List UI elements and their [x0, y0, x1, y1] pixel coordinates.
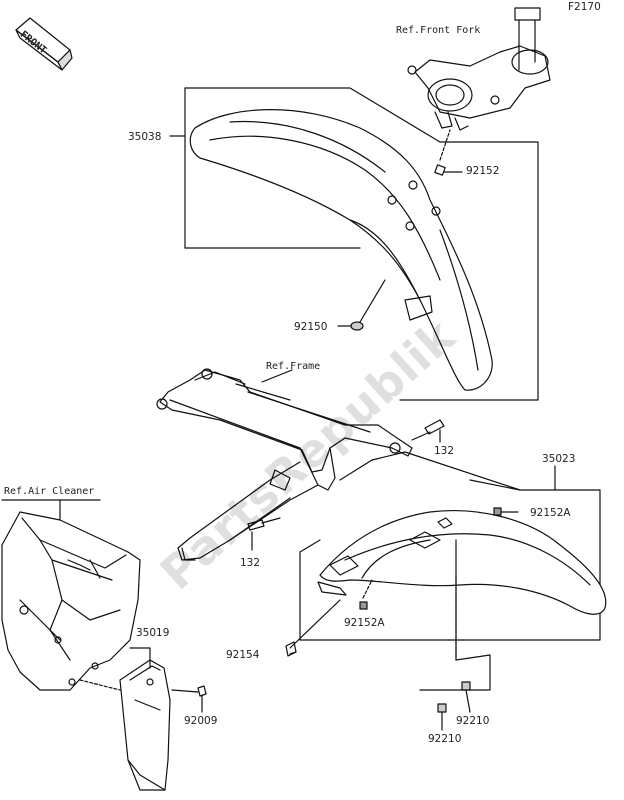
label-92210-lower[interactable]: 92210	[428, 733, 462, 745]
front-arrow-badge	[15, 17, 73, 71]
label-35038[interactable]: 35038	[128, 131, 162, 143]
label-35023[interactable]: 35023	[542, 453, 576, 465]
front-fender-drawing	[189, 109, 493, 391]
ref-air-cleaner[interactable]: Ref.Air Cleaner	[4, 486, 95, 497]
label-132-left[interactable]: 132	[240, 557, 261, 569]
figure-code: F2170	[568, 1, 601, 13]
front-fork-drawing	[407, 7, 551, 131]
label-92150[interactable]: 92150	[294, 321, 328, 333]
rear-fender-nut-left-92152A	[359, 579, 373, 610]
label-92152[interactable]: 92152	[466, 165, 500, 177]
label-92152A-right[interactable]: 92152A	[530, 507, 571, 519]
label-92154[interactable]: 92154	[226, 649, 260, 661]
rear-fender-group-box	[371, 451, 601, 641]
front-fender-group-box	[184, 87, 539, 401]
frame-bolt-right-132	[411, 419, 445, 443]
front-fender-washer-92150	[337, 279, 386, 331]
frame-bolt-left-132	[247, 517, 281, 551]
air-cleaner-drawing	[1, 511, 141, 691]
label-132-right[interactable]: 132	[434, 445, 455, 457]
label-92210-upper[interactable]: 92210	[456, 715, 490, 727]
mud-flap-drawing	[119, 659, 171, 791]
rear-fender-nut-right-92152A	[493, 507, 519, 516]
rear-fender-screw-92154	[285, 599, 341, 657]
mud-flap-bolt-92009	[171, 685, 207, 713]
ref-front-fork[interactable]: Ref.Front Fork	[396, 25, 481, 36]
pad-bracket	[419, 539, 491, 731]
label-35019[interactable]: 35019	[136, 627, 170, 639]
frame-drawing	[156, 368, 413, 561]
front-fender-nut-92152	[434, 129, 463, 176]
rear-fender-drawing	[317, 510, 607, 615]
label-92009[interactable]: 92009	[184, 715, 218, 727]
ref-frame[interactable]: Ref.Frame	[266, 361, 321, 372]
label-92152A-left[interactable]: 92152A	[344, 617, 385, 629]
